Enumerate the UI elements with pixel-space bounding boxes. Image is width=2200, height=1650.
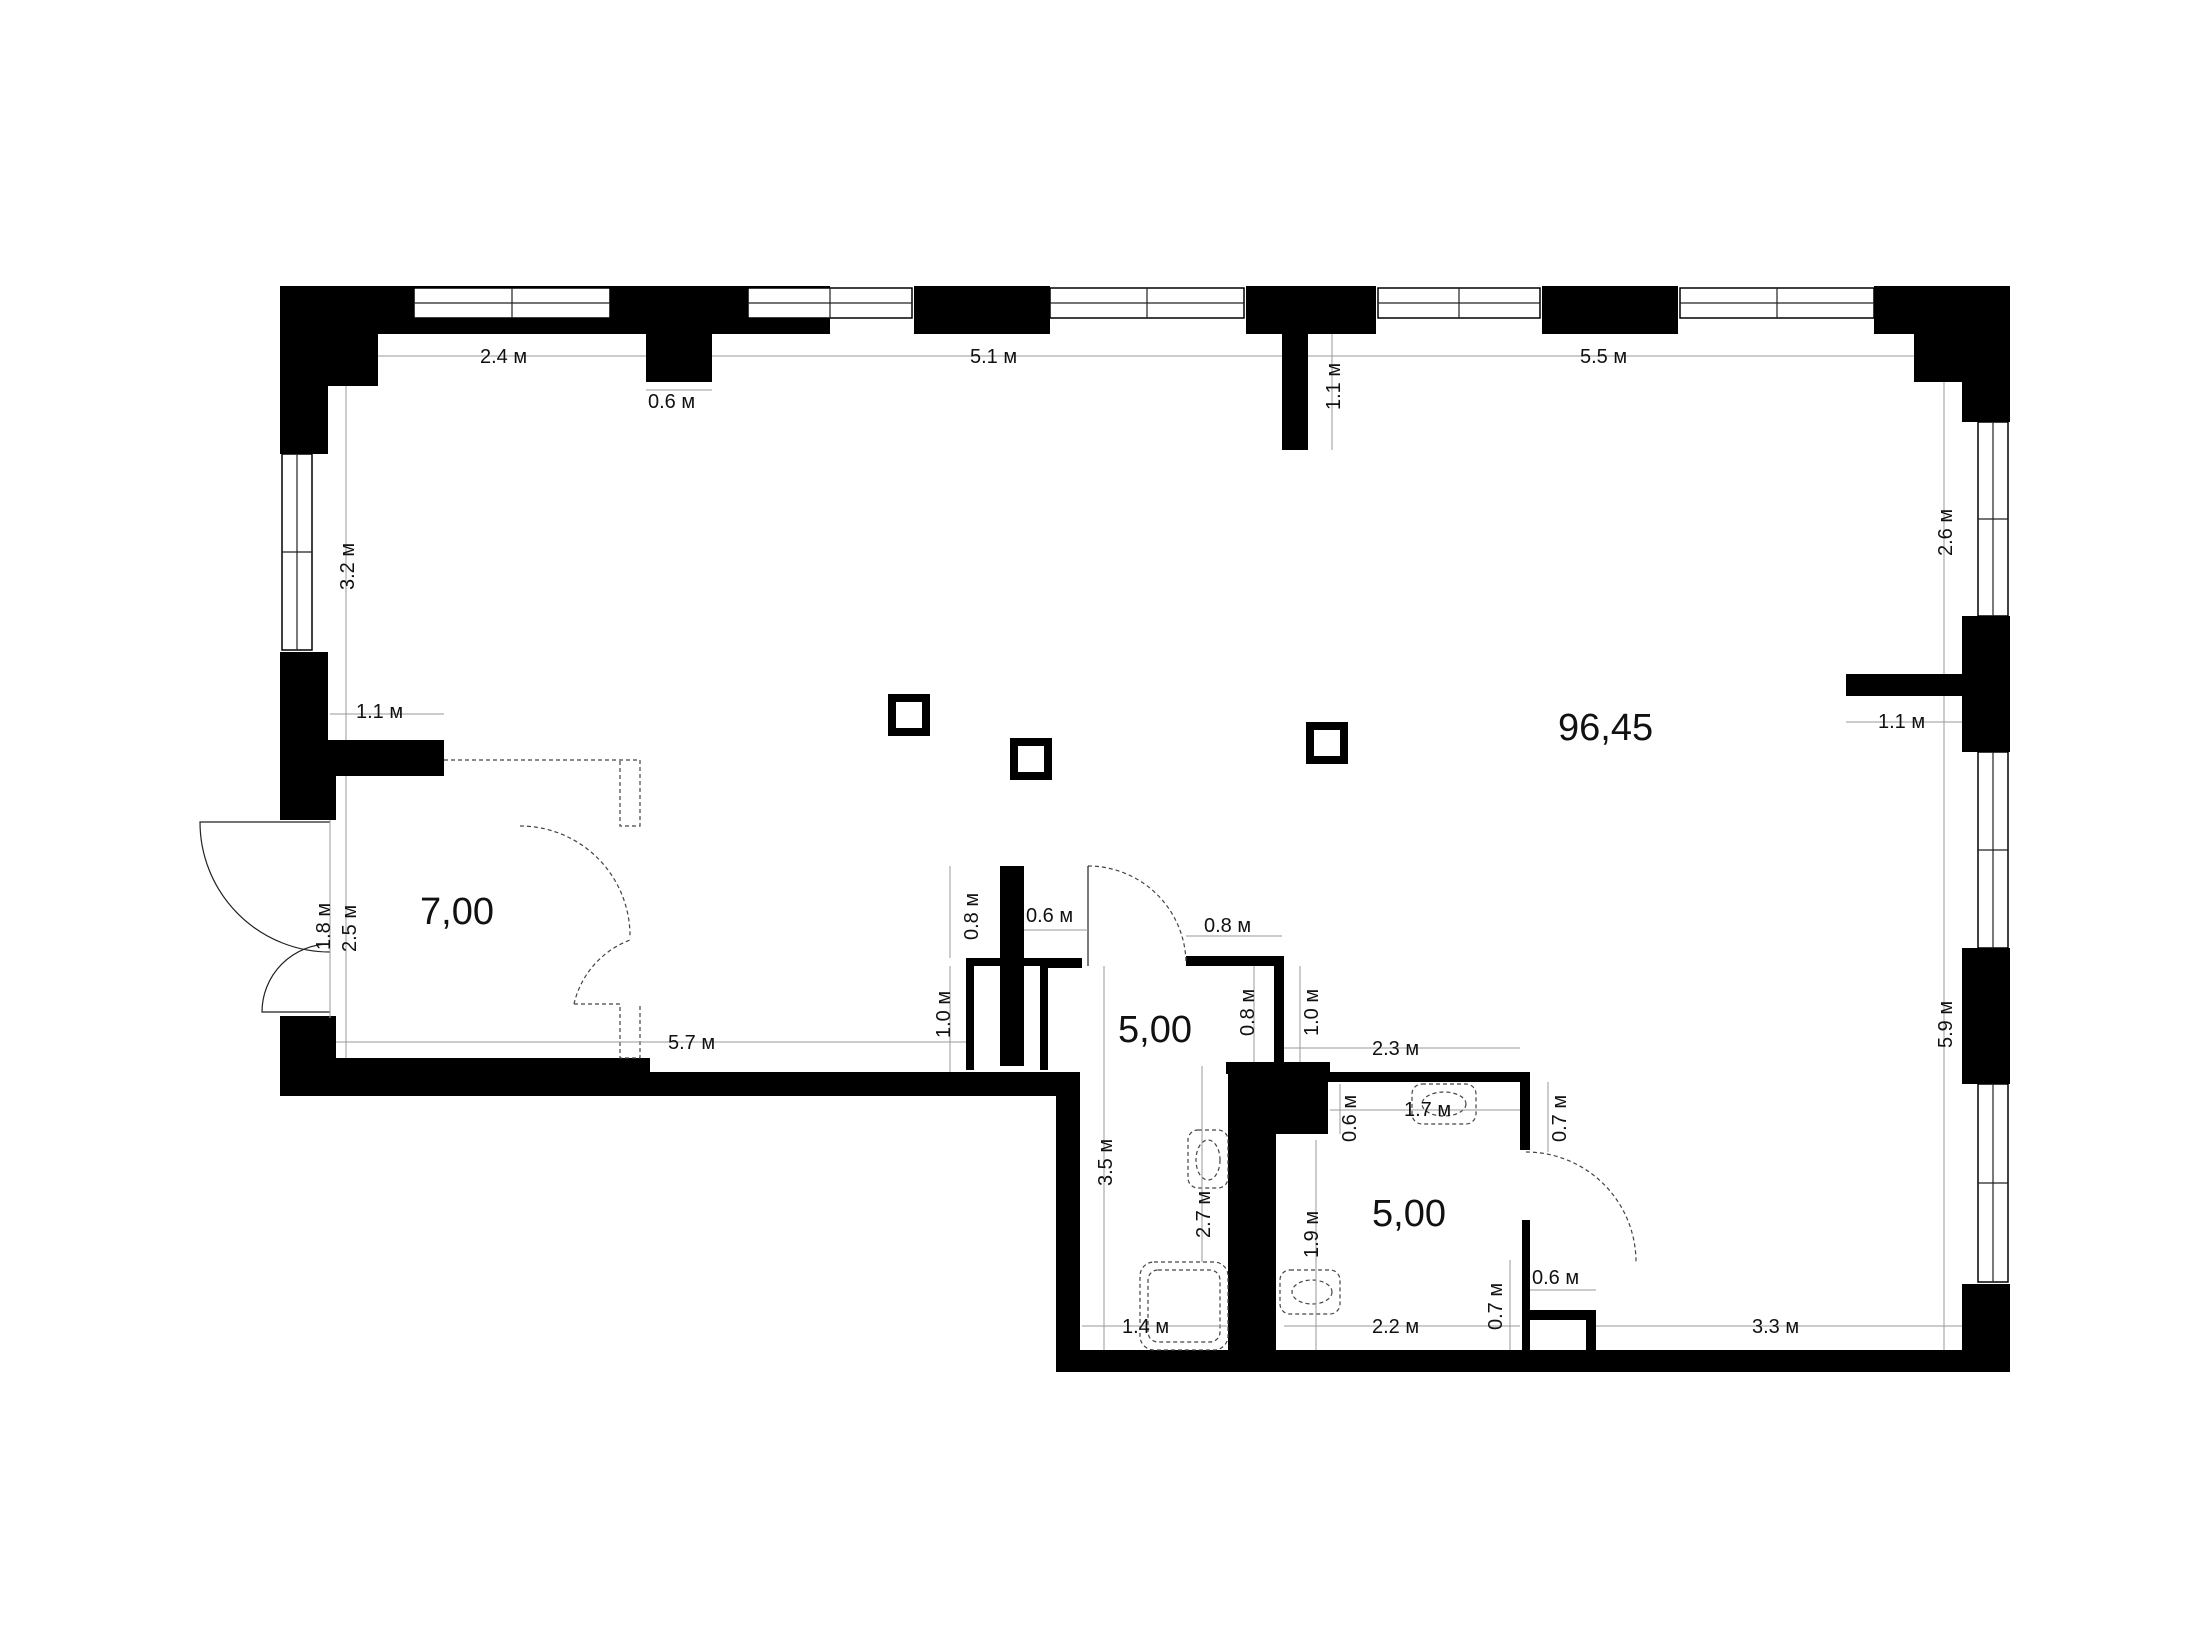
dim-top-left-span: 2.4 м (480, 346, 527, 368)
dim-top-right-span: 5.5 м (1580, 346, 1627, 368)
dim-bath-right-width: 2.2 м (1372, 1316, 1419, 1338)
dim-niche-width: 0.6 м (1026, 905, 1073, 927)
dim-stub-width: 0.6 м (1532, 1267, 1579, 1289)
dim-entrance-height: 2.5 м (339, 905, 361, 952)
room-area-bath-left: 5,00 (1118, 1009, 1192, 1051)
doors (199, 759, 1637, 1263)
dim-stub-height: 0.7 м (1485, 1283, 1507, 1330)
dim-sink-width: 1.7 м (1404, 1099, 1451, 1121)
dim-right-window-lower: 5.9 м (1935, 1001, 1957, 1048)
dim-left-stub: 1.1 м (356, 701, 403, 723)
dim-top-pillar: 0.6 м (648, 391, 695, 413)
dim-top-mid-span: 5.1 м (970, 346, 1017, 368)
dim-bath-left-height: 3.5 м (1095, 1139, 1117, 1186)
dim-bath-right-height: 1.9 м (1301, 1211, 1323, 1258)
dim-niche-height: 1.0 м (933, 991, 955, 1038)
dim-bottom-right-span: 3.3 м (1752, 1316, 1799, 1338)
dim-right-window-upper: 2.6 м (1935, 509, 1957, 556)
dim-bath-top-span: 2.3 м (1372, 1038, 1419, 1060)
dim-top-partition: 1.1 м (1323, 363, 1345, 410)
dim-wc-depth: 0.6 м (1339, 1095, 1361, 1142)
dim-pillar-height: 0.8 м (961, 893, 983, 940)
fixtures (1139, 1083, 1477, 1351)
dim-entrance-door: 1.8 м (313, 903, 335, 950)
dim-door-right: 0.7 м (1549, 1095, 1571, 1142)
dim-bath-wall-a: 0.8 м (1237, 989, 1259, 1036)
columns (888, 694, 1348, 780)
interior-walls (966, 866, 1596, 1372)
dimension-lines (329, 334, 1962, 1350)
room-area-main: 96,45 (1558, 707, 1653, 749)
dim-left-window: 3.2 м (337, 543, 359, 590)
dim-door-gap: 0.8 м (1204, 915, 1251, 937)
windows (281, 287, 2009, 1283)
dim-bottom-left-span: 5.7 м (668, 1032, 715, 1054)
room-area-entrance: 7,00 (420, 891, 494, 933)
dim-bath-wall-b: 1.0 м (1301, 989, 1323, 1036)
dim-right-stub: 1.1 м (1878, 711, 1925, 733)
outer-walls (280, 286, 2010, 1372)
room-area-bath-right: 5,00 (1372, 1193, 1446, 1235)
dim-shower-width: 1.4 м (1122, 1316, 1169, 1338)
dim-shower-height: 2.7 м (1193, 1191, 1215, 1238)
